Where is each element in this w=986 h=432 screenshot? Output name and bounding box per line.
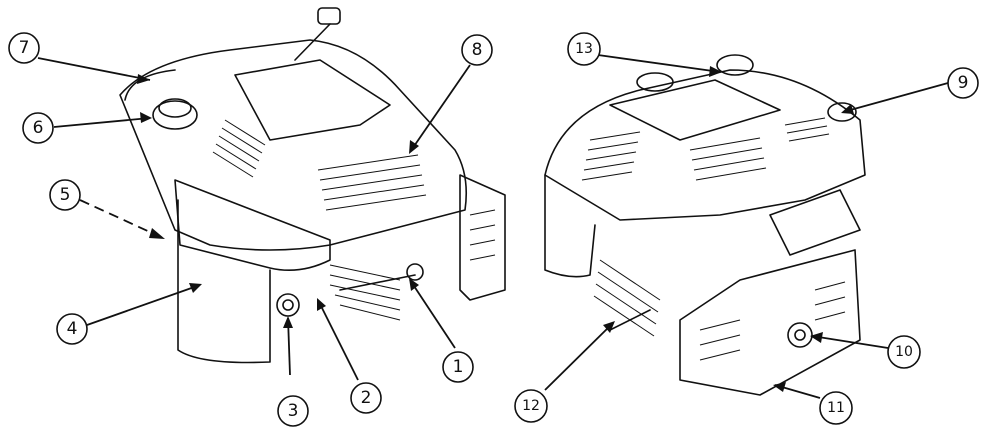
callout-5: 5 [49,179,81,211]
callout-9: 9 [947,67,979,99]
callout-2-label: 2 [361,388,372,408]
callout-1: 1 [442,351,474,383]
callout-11: 11 [819,391,853,425]
callout-3: 3 [277,395,309,427]
callout-12-label: 12 [522,398,540,414]
callout-8: 8 [461,34,493,66]
callout-9-label: 9 [958,73,969,93]
callout-11-label: 11 [827,400,845,416]
callout-7-label: 7 [19,38,30,58]
callout-6: 6 [22,112,54,144]
callout-6-label: 6 [33,118,44,138]
callout-4-label: 4 [67,319,78,339]
callout-7: 7 [8,32,40,64]
callout-8-label: 8 [472,40,483,60]
callout-10-label: 10 [895,344,913,360]
left-engine-illustration [119,7,506,364]
callout-13: 13 [567,32,601,66]
callout-2: 2 [350,382,382,414]
callout-4: 4 [56,313,88,345]
callout-1-label: 1 [453,357,464,377]
leader-lines [37,54,949,399]
callout-3-label: 3 [288,401,299,421]
callout-10: 10 [887,335,921,369]
callout-13-label: 13 [575,41,593,57]
callout-12: 12 [514,389,548,423]
right-engine-illustration [544,54,866,396]
callout-5-label: 5 [60,185,71,205]
